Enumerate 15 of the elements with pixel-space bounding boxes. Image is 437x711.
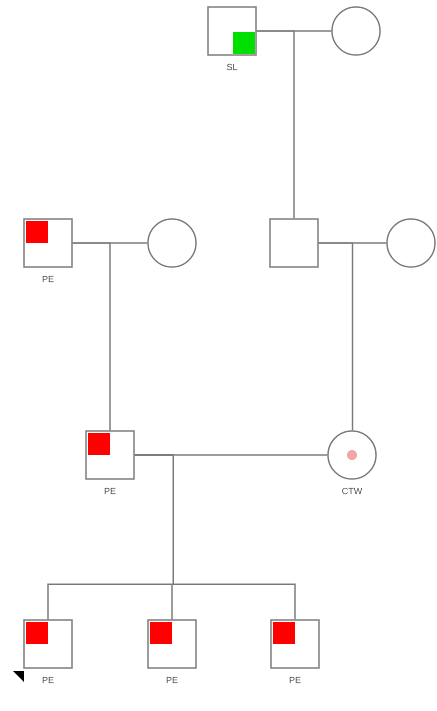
female-symbol <box>331 6 381 56</box>
individual-label: PE <box>42 676 54 684</box>
female-symbol <box>147 218 197 268</box>
individual-label: PE <box>166 676 178 684</box>
individual-label: PE <box>42 276 54 282</box>
individual-label: SL <box>226 64 238 70</box>
descent-line <box>318 242 354 430</box>
individual-label: PE <box>104 488 116 494</box>
descent-line <box>256 30 295 218</box>
female-symbol <box>386 218 436 268</box>
descent-line <box>134 454 296 620</box>
individual-label: PE <box>290 676 301 684</box>
descent-line <box>72 242 111 430</box>
male-symbol <box>269 218 319 268</box>
individual-label: CTW <box>342 488 362 494</box>
